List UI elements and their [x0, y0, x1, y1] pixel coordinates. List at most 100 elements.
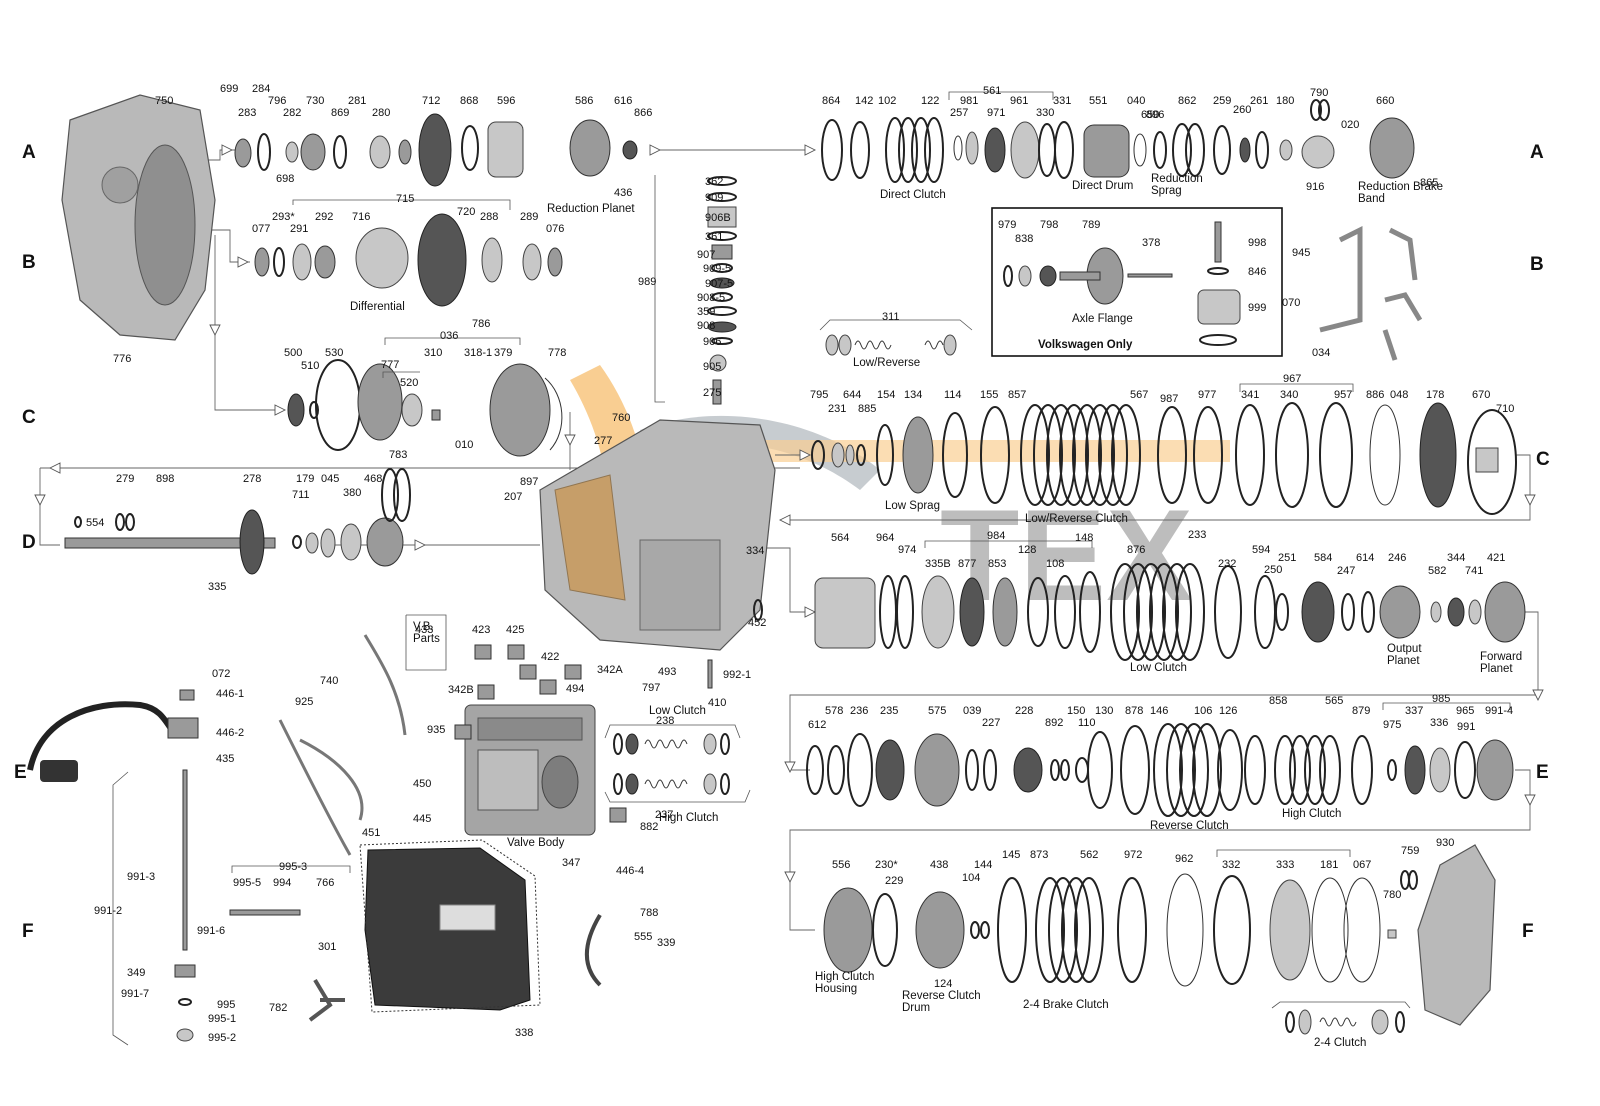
part-number-label: 114 — [944, 389, 962, 401]
part-number-label: 124 — [934, 978, 952, 990]
part-number-label: 896 — [1146, 109, 1164, 121]
part-number-label: 072 — [212, 668, 230, 680]
part-number-label: 422 — [541, 651, 559, 663]
part-number-label: 311 — [882, 311, 900, 323]
part-number-label: 340 — [1280, 389, 1298, 401]
part-number-label: 362 — [705, 176, 723, 188]
caption-brake-clutch-24: 2-4 Brake Clutch — [1023, 999, 1109, 1011]
part-number-label: 556 — [832, 859, 850, 871]
part-number-label: 142 — [855, 95, 873, 107]
caption-high-clutch: High Clutch — [1282, 808, 1341, 820]
part-number-label: 288 — [480, 211, 498, 223]
caption-low-clutch: Low Clutch — [1130, 662, 1187, 674]
part-number-label: 699 — [220, 83, 238, 95]
part-number-label: 865 — [1420, 177, 1438, 189]
part-number-label: 280 — [372, 107, 390, 119]
part-number-label: 332 — [1222, 859, 1240, 871]
part-number-label: 154 — [877, 389, 895, 401]
part-number-label: 342A — [597, 664, 623, 676]
part-number-label: 994 — [273, 877, 291, 889]
part-number-label: 783 — [389, 449, 407, 461]
part-number-label: 122 — [921, 95, 939, 107]
part-number-label: 962 — [1175, 853, 1193, 865]
part-number-label: 612 — [808, 719, 826, 731]
part-number-label: 425 — [506, 624, 524, 636]
part-number-label: 331 — [1053, 95, 1071, 107]
part-number-label: 446-1 — [216, 688, 244, 700]
part-number-label: 565 — [1325, 695, 1343, 707]
part-number-label: 361 — [705, 231, 723, 243]
part-number-label: 857 — [1008, 389, 1026, 401]
part-number-label: 233 — [1188, 529, 1206, 541]
part-number-label: 128 — [1018, 544, 1036, 556]
row-label-f-left: F — [22, 921, 34, 942]
part-number-label: 864 — [822, 95, 840, 107]
volkswagen-only-box — [991, 207, 1283, 357]
part-number-label: 036 — [440, 330, 458, 342]
caption-valve-body: Valve Body — [507, 837, 565, 849]
part-number-label: 045 — [321, 473, 339, 485]
caption-low-clutch-2: Low Clutch — [649, 705, 706, 717]
part-number-label: 788 — [640, 907, 658, 919]
part-number-label: 886 — [1366, 389, 1384, 401]
wiring-harness — [27, 634, 602, 987]
part-number-label: 150 — [1067, 705, 1085, 717]
part-number-label: 207 — [504, 491, 522, 503]
row-label-c-left: C — [22, 407, 36, 428]
transaxle-case — [61, 94, 216, 341]
transmission-body — [539, 419, 776, 651]
part-number-label: 155 — [980, 389, 998, 401]
part-number-label: 715 — [396, 193, 414, 205]
part-number-label: 868 — [460, 95, 478, 107]
row-label-c-right: C — [1536, 449, 1550, 470]
part-number-label: 985 — [1432, 693, 1450, 705]
part-number-label: 333 — [1276, 859, 1294, 871]
part-number-label: 048 — [1390, 389, 1408, 401]
caption-clutch-24: 2-4 Clutch — [1314, 1037, 1366, 1049]
part-number-label: 110 — [1078, 717, 1096, 729]
part-number-label: 126 — [1219, 705, 1237, 717]
part-number-label: 965 — [1456, 705, 1474, 717]
part-number-label: 906 — [703, 336, 721, 348]
part-number-label: 898 — [156, 473, 174, 485]
part-number-label: 575 — [928, 705, 946, 717]
row-letters: A B C D E F A B C E F — [14, 142, 1550, 942]
part-number-label: 259 — [1213, 95, 1231, 107]
part-number-label: 148 — [1075, 532, 1093, 544]
part-number-label: 979 — [998, 219, 1016, 231]
part-number-label: 284 — [252, 83, 270, 95]
part-number-label: 981 — [960, 95, 978, 107]
part-number-label: 275 — [703, 387, 721, 399]
part-number-label: 510 — [301, 360, 319, 372]
part-number-label: 281 — [348, 95, 366, 107]
valve-body — [464, 704, 596, 836]
part-number-label: 892 — [1045, 717, 1063, 729]
part-number-label: 909-5 — [703, 263, 731, 275]
part-number-label: 908 — [697, 320, 715, 332]
group-brackets — [112, 91, 1511, 1046]
part-number-label: 858 — [1269, 695, 1287, 707]
part-number-label: 230* — [875, 859, 898, 871]
part-number-label: 130 — [1095, 705, 1113, 717]
part-number-label: 260 — [1233, 104, 1251, 116]
part-number-label: 336 — [1430, 717, 1448, 729]
part-number-label: 789 — [1082, 219, 1100, 231]
part-number-label: 730 — [306, 95, 324, 107]
row-label-e-right: E — [1536, 762, 1549, 783]
part-number-label: 967 — [1283, 373, 1301, 385]
caption-high-clutch-2: High Clutch — [659, 812, 718, 824]
part-number-label: 582 — [1428, 565, 1446, 577]
part-number-label: 916 — [1306, 181, 1324, 193]
part-number-label: 987 — [1160, 393, 1178, 405]
part-number-label: 660 — [1376, 95, 1394, 107]
part-number-label: 530 — [325, 347, 343, 359]
part-number-label: 232 — [1218, 558, 1236, 570]
part-number-label: 561 — [983, 85, 1001, 97]
part-number-label: 301 — [318, 941, 336, 953]
part-number-label: 451 — [362, 827, 380, 839]
part-number-label: 877 — [958, 558, 976, 570]
part-number-label: 586 — [575, 95, 593, 107]
part-number-label: 869 — [331, 107, 349, 119]
part-number-label: 335 — [208, 581, 226, 593]
